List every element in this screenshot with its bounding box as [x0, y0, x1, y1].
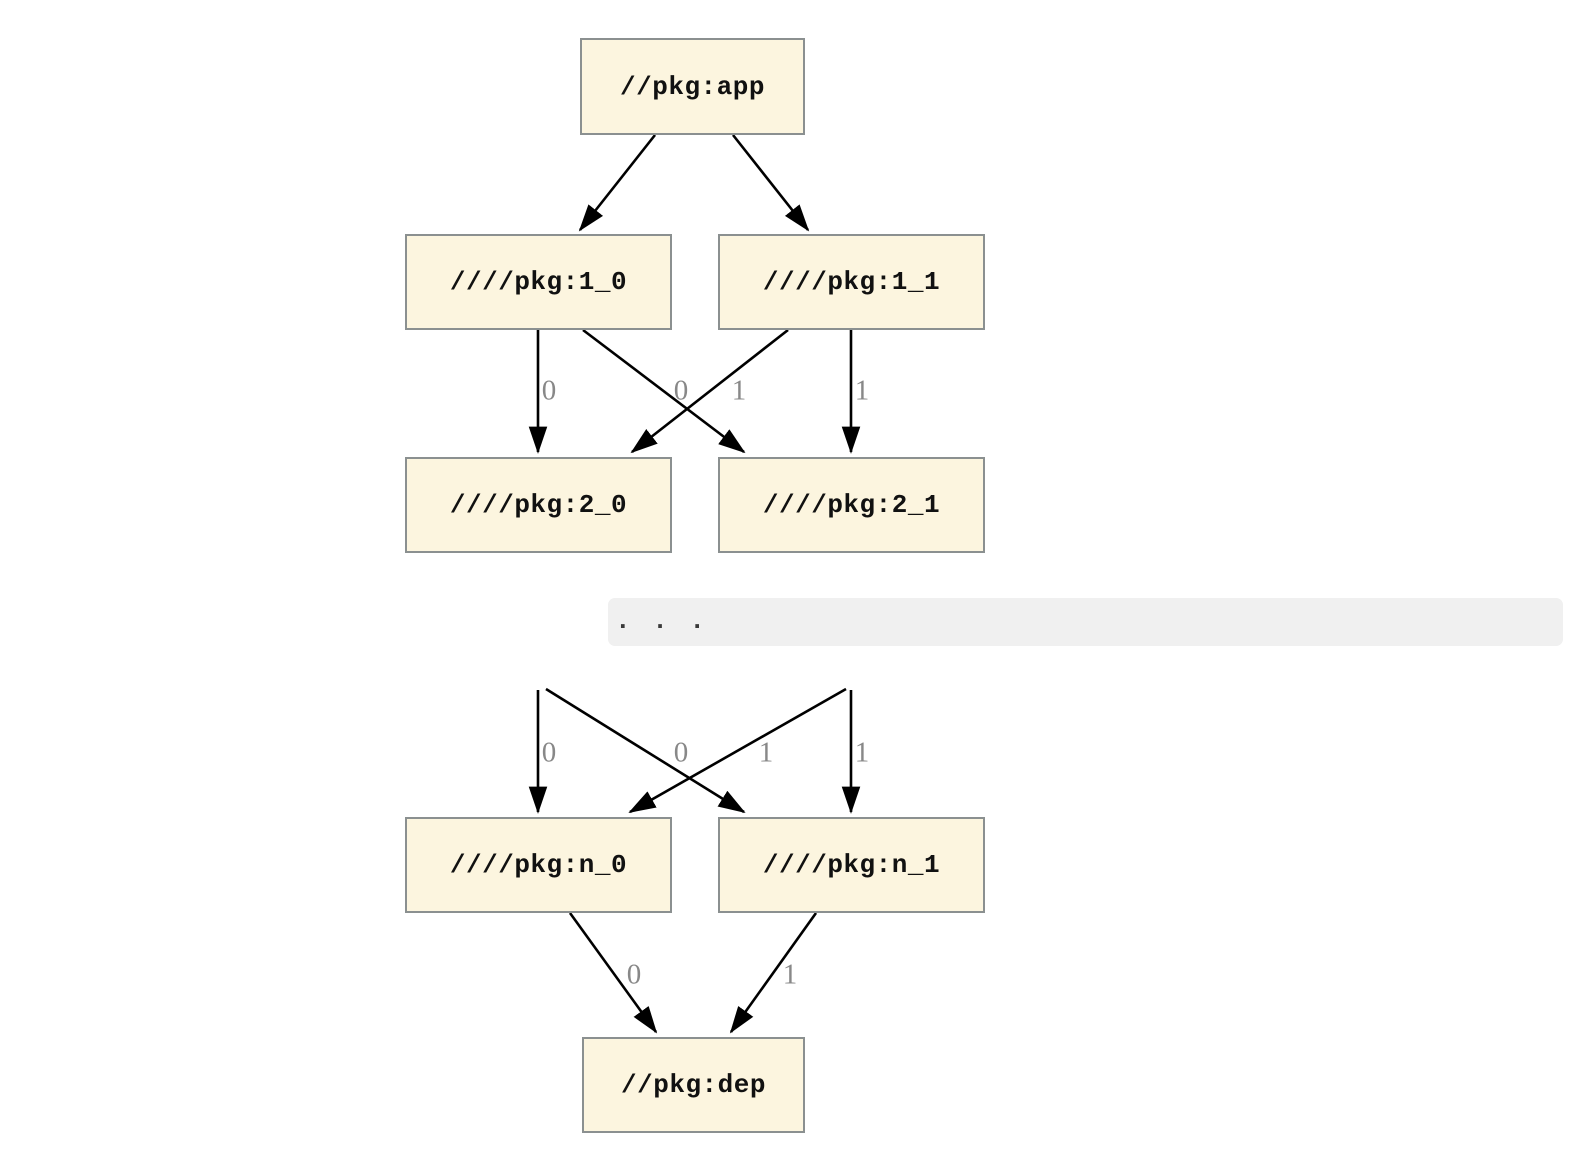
graph-node-1_1: ////pkg:1_1	[718, 234, 985, 330]
graph-node-2_1: ////pkg:2_1	[718, 457, 985, 553]
edge-1_1-to-2_0	[630, 328, 789, 454]
edge-app-to-1_1	[731, 134, 810, 232]
graph-node-2_0-label: ////pkg:2_0	[449, 490, 628, 520]
graph-node-1_0: ////pkg:1_0	[405, 234, 672, 330]
edge-label-ellipsis-n_0-cross: 0	[673, 736, 689, 769]
graph-node-dep: //pkg:dep	[582, 1037, 805, 1133]
graph-node-n_1-label: ////pkg:n_1	[762, 850, 941, 880]
ellipsis-separator: . . .	[608, 598, 1563, 646]
graph-node-1_0-label: ////pkg:1_0	[449, 267, 628, 297]
edge-label-ellipsis-n_1-cross: 1	[758, 736, 774, 769]
graph-node-n_0: ////pkg:n_0	[405, 817, 672, 913]
edge-label-n_0-dep: 0	[626, 958, 642, 991]
edge-ellipsis-to-n_0-cross	[628, 687, 847, 814]
graph-node-dep-label: //pkg:dep	[621, 1070, 766, 1100]
edge-label-n_1-dep: 1	[782, 958, 798, 991]
edge-1_0-to-2_1	[582, 328, 746, 454]
edge-label-1_0-2_1: 1	[731, 374, 747, 407]
edge-label-1_1-2_1: 1	[854, 374, 870, 407]
edge-label-ellipsis-n_0-straight: 0	[541, 736, 557, 769]
ellipsis-dots: . . .	[615, 606, 706, 636]
graph-node-2_0: ////pkg:2_0	[405, 457, 672, 553]
edge-label-ellipsis-n_1-straight: 1	[854, 736, 870, 769]
graph-node-1_1-label: ////pkg:1_1	[762, 267, 941, 297]
edge-label-1_0-2_0: 0	[541, 374, 557, 407]
graph-node-n_1: ////pkg:n_1	[718, 817, 985, 913]
edge-n_0-to-dep	[568, 912, 658, 1034]
graph-node-app: //pkg:app	[580, 38, 805, 135]
graph-node-n_0-label: ////pkg:n_0	[449, 850, 628, 880]
graph-node-app-label: //pkg:app	[620, 71, 765, 102]
edge-label-1_1-2_0: 0	[673, 374, 689, 407]
edge-app-to-1_0	[578, 134, 657, 232]
edge-ellipsis-to-n_1-cross	[545, 687, 746, 814]
graph-node-2_1-label: ////pkg:2_1	[762, 490, 941, 520]
edge-n_1-to-dep	[729, 912, 818, 1034]
